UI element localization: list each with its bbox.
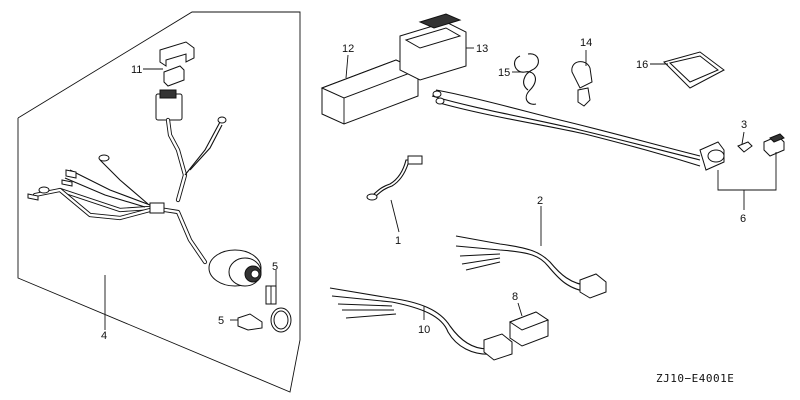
callout-5-lower: 5: [218, 315, 224, 327]
rubber-cover: [399, 13, 467, 81]
seal-plate: [663, 51, 725, 89]
ground-lead: [366, 155, 423, 201]
callout-4: 4: [101, 330, 107, 342]
sub-harness-upper: [455, 235, 607, 299]
key-upper: [265, 285, 277, 305]
callout-10: 8: [512, 291, 518, 303]
indicator-bulb: [737, 141, 753, 153]
callout-16: 16: [636, 59, 648, 71]
callout-14: 14: [580, 37, 592, 49]
callout-11: 10: [418, 324, 430, 336]
main-wire-harness: [27, 116, 227, 265]
o-ring: [270, 307, 292, 333]
callout-5-upper: 5: [272, 261, 278, 273]
callout-12: 12: [342, 43, 354, 55]
callout-3: 3: [741, 119, 747, 131]
callout-15: 15: [498, 67, 510, 79]
cable-band: [571, 61, 593, 107]
leader-lines: [104, 47, 777, 330]
sub-harness-lower: [329, 287, 513, 361]
harness-clip: [514, 53, 539, 105]
fuse-holder: [155, 65, 188, 203]
callout-6: 6: [740, 213, 746, 225]
fuse-cap: [159, 41, 195, 67]
harness-group-frame: [17, 11, 301, 393]
diagram-reference-code: ZJ10−E4001E: [656, 372, 734, 385]
callout-13: 13: [476, 43, 488, 55]
indicator-cap: [763, 133, 785, 157]
callout-1: 1: [395, 235, 401, 247]
callout-8: 11: [131, 64, 142, 76]
switch-lead-harness: [431, 89, 725, 171]
ignition-switch: [208, 249, 262, 287]
relay-unit: [508, 311, 550, 347]
callout-2: 2: [537, 195, 543, 207]
key-lower: [237, 313, 263, 331]
